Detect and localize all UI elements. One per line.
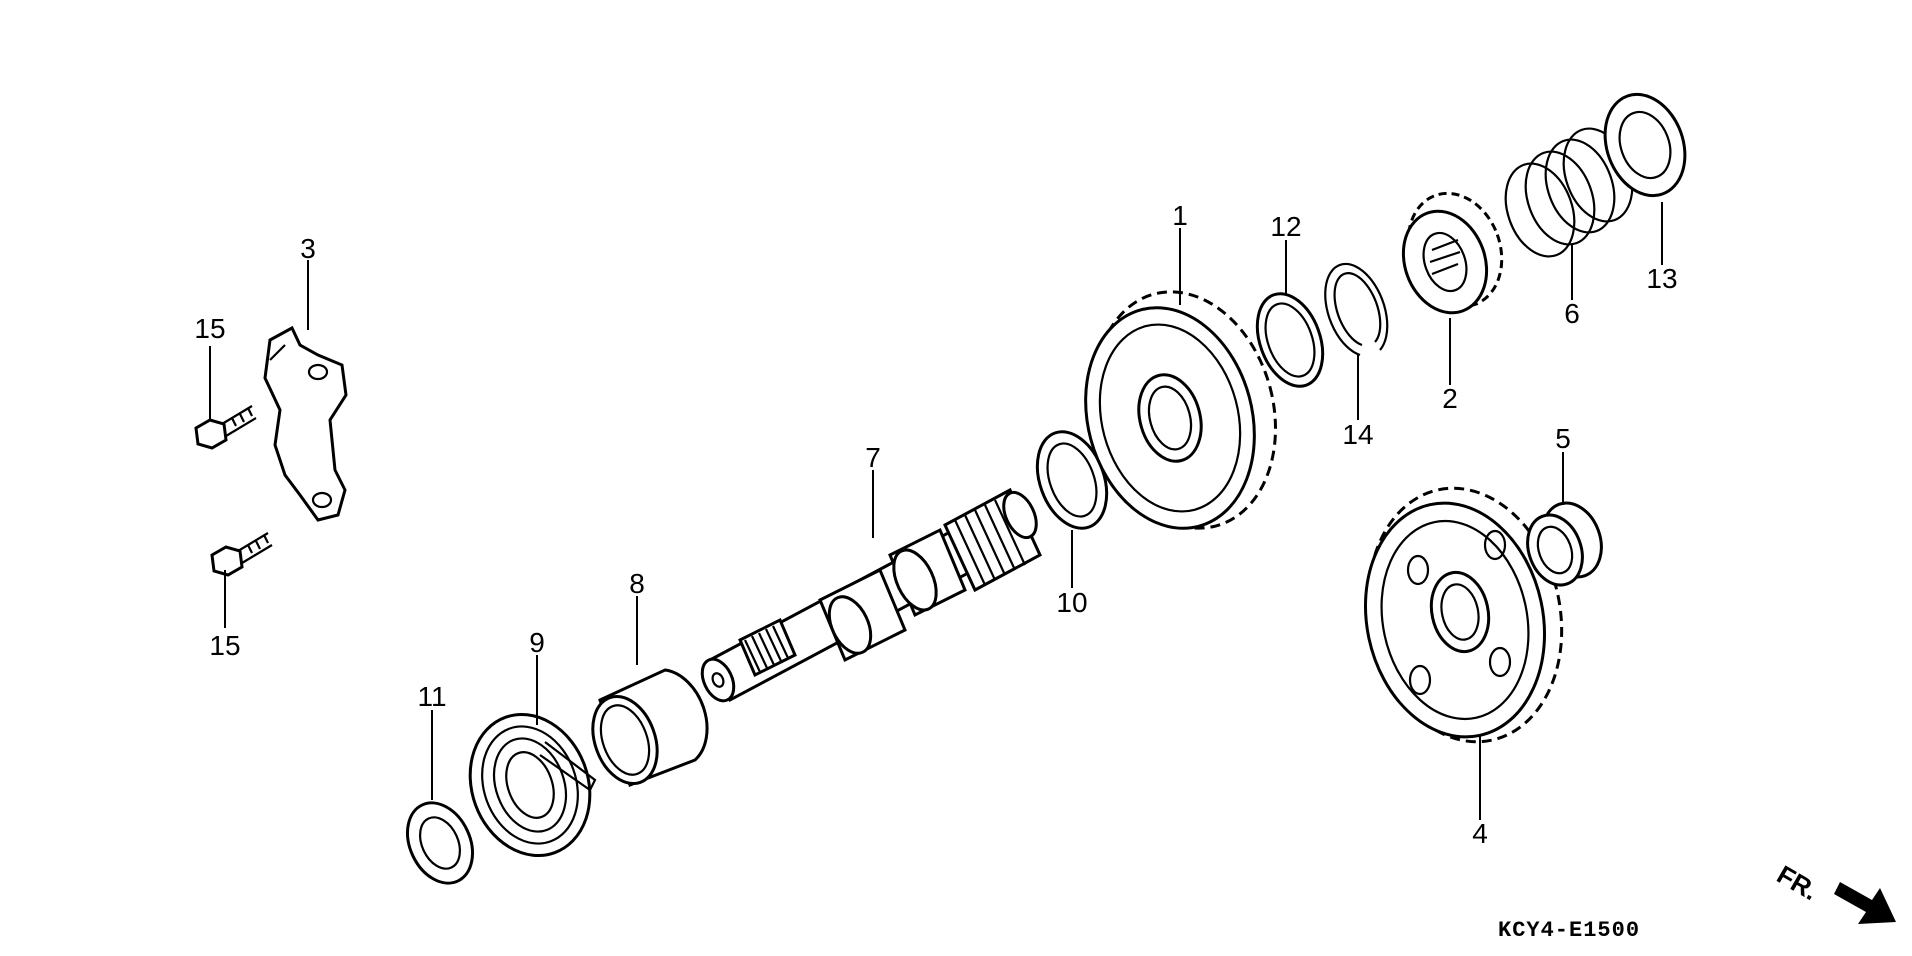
callout-9: 9 — [529, 627, 545, 658]
callout-8: 8 — [629, 568, 645, 599]
washer-part-10 — [1035, 430, 1109, 530]
callout-15-upper: 15 — [194, 313, 225, 344]
ratchet-part-2 — [1401, 191, 1504, 315]
callout-12: 12 — [1270, 211, 1301, 242]
washer-part-11 — [406, 801, 474, 885]
front-arrow-icon — [1834, 882, 1896, 924]
spring-part-9 — [468, 712, 597, 858]
callout-5: 5 — [1555, 423, 1571, 454]
diagram-code: KCY4-E1500 — [1498, 918, 1640, 943]
gear-part-1 — [1084, 290, 1277, 530]
callout-3: 3 — [300, 233, 316, 264]
callout-6: 6 — [1564, 298, 1580, 329]
callout-14: 14 — [1342, 419, 1373, 450]
circlip-part-14 — [1324, 262, 1389, 357]
callout-11: 11 — [417, 681, 446, 712]
front-direction-indicator: FR. — [1772, 859, 1896, 924]
gear-part-4 — [1363, 486, 1564, 744]
bushing-part-5 — [1526, 501, 1603, 587]
shaft-part-7 — [700, 487, 1042, 703]
callout-10: 10 — [1056, 587, 1087, 618]
callout-1: 1 — [1172, 200, 1188, 231]
front-direction-label: FR. — [1772, 859, 1823, 906]
washer-part-12 — [1255, 292, 1325, 388]
bolt-part-15-upper — [194, 405, 257, 450]
bracket-part-3 — [263, 325, 348, 522]
callout-4: 4 — [1472, 818, 1488, 849]
collar-part-8 — [591, 668, 709, 787]
callout-7: 7 — [865, 442, 881, 473]
callout-15-lower: 15 — [209, 630, 240, 661]
callout-2: 2 — [1442, 383, 1458, 414]
spring-part-6 — [1504, 127, 1634, 258]
callout-13: 13 — [1646, 263, 1677, 294]
washer-part-13 — [1603, 92, 1687, 198]
bolt-part-15-lower — [210, 532, 273, 577]
callout-labels: 1 2 3 4 5 6 7 8 9 10 11 12 13 14 15 15 — [194, 200, 1677, 849]
leader-lines — [209, 202, 1663, 820]
